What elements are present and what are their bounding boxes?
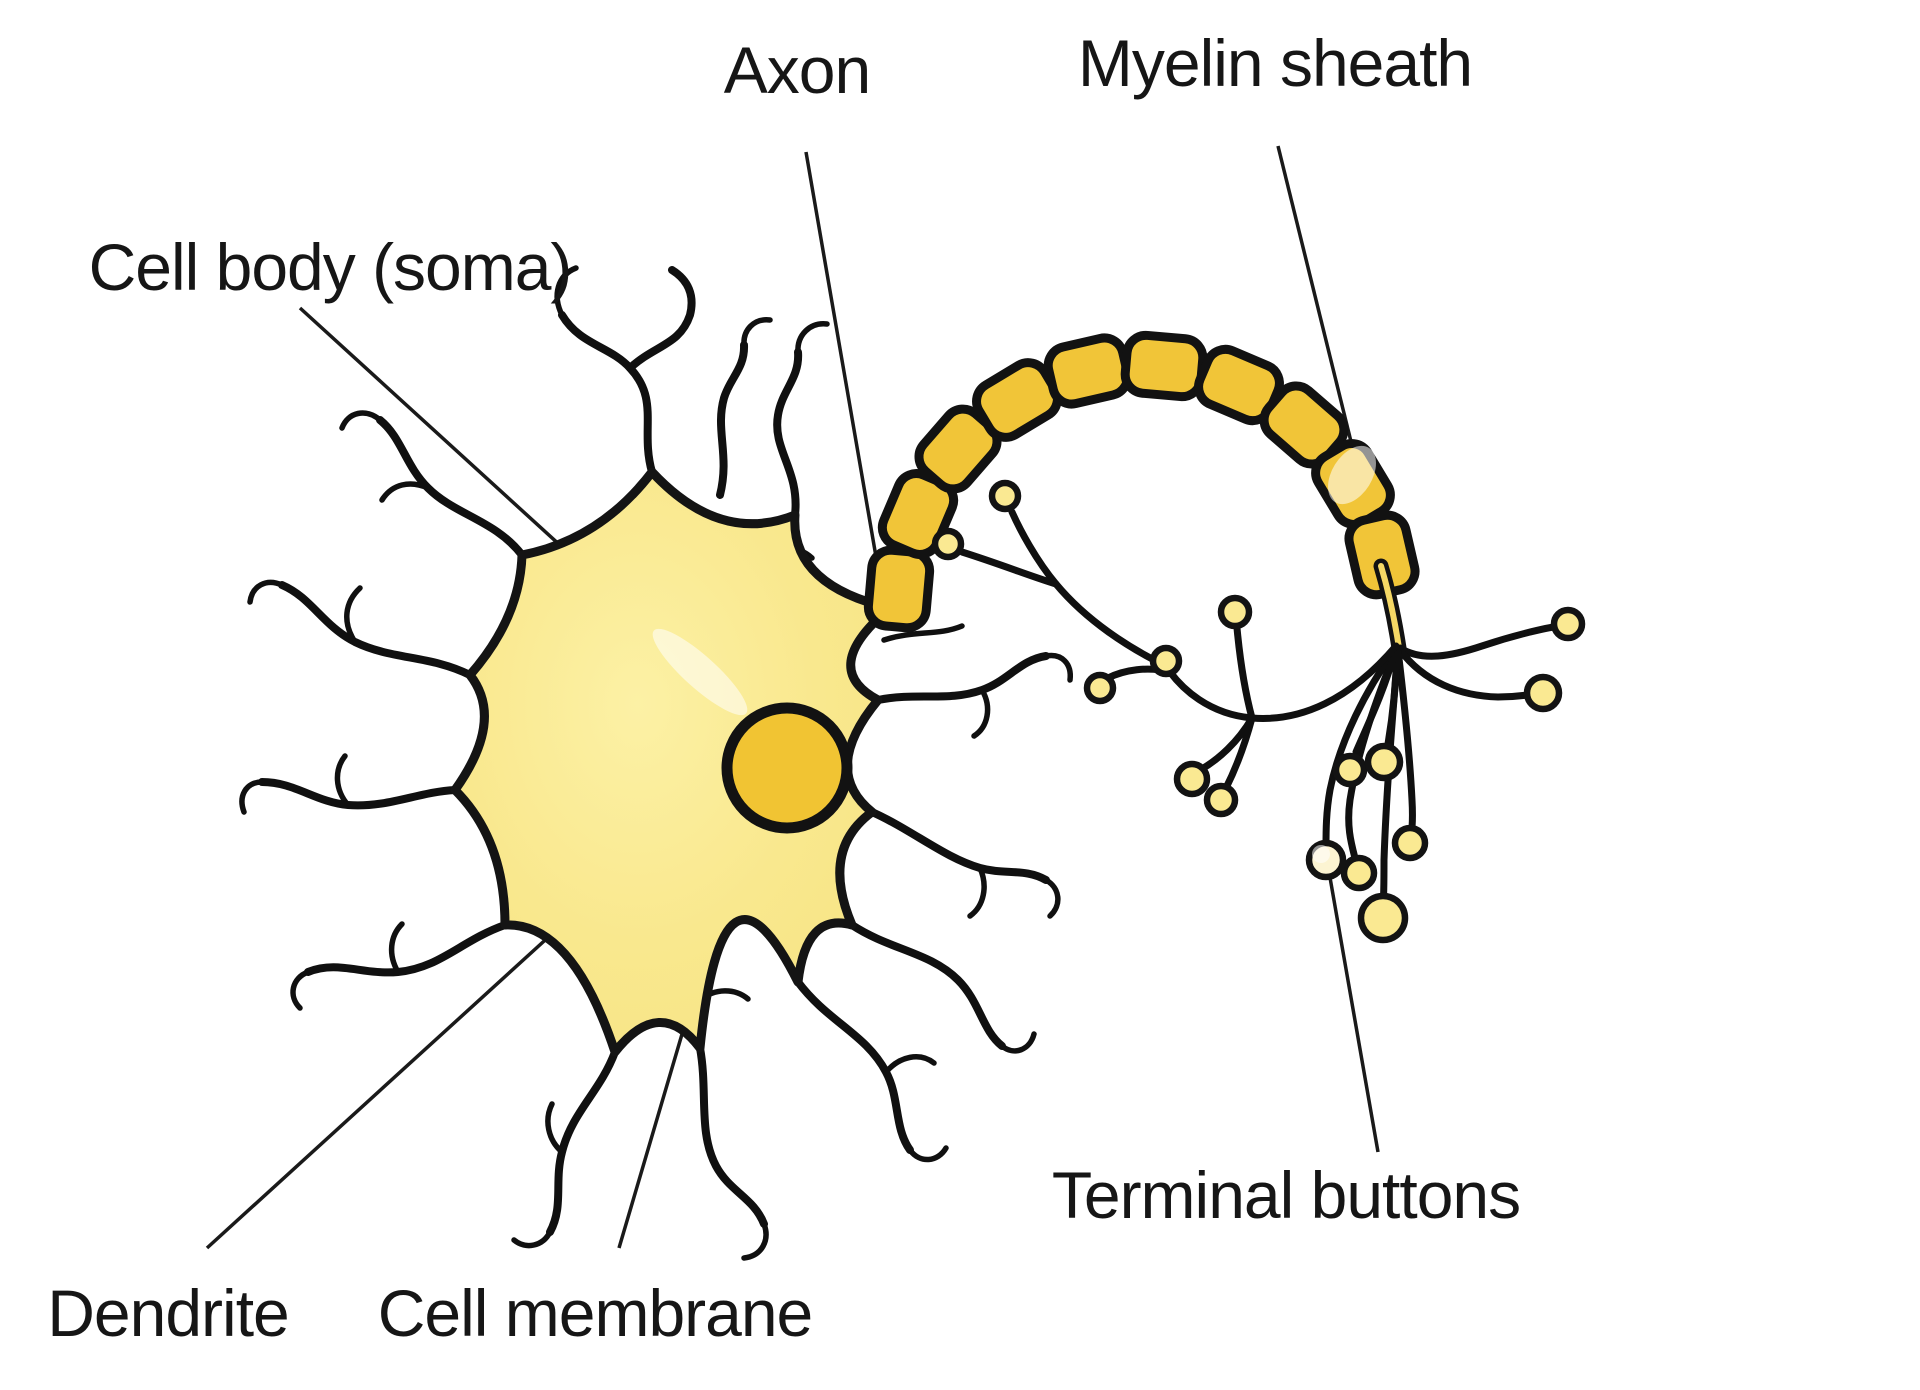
dendrite bbox=[868, 808, 1050, 884]
terminal-button bbox=[1149, 644, 1183, 678]
terminal-button bbox=[1364, 742, 1404, 782]
dendrite bbox=[344, 585, 363, 645]
dendrite bbox=[546, 1048, 619, 1236]
dendrite bbox=[545, 1101, 565, 1155]
dendrite bbox=[247, 579, 285, 605]
terminal-branches bbox=[958, 508, 1564, 910]
terminal-branch bbox=[1352, 644, 1400, 756]
label-axon: Axon bbox=[724, 33, 870, 107]
terminal-branch bbox=[1233, 624, 1256, 722]
dendrite bbox=[971, 687, 991, 739]
axon-terminal-trunk-core bbox=[1378, 563, 1402, 651]
terminal-button bbox=[1203, 782, 1239, 818]
label-myelin-sheath: Myelin sheath bbox=[1078, 26, 1472, 100]
terminal-branch bbox=[1394, 646, 1416, 840]
terminal-button bbox=[1217, 594, 1253, 630]
label-terminal-buttons: Terminal buttons bbox=[1052, 1158, 1520, 1232]
cell-body-soma bbox=[450, 467, 895, 1057]
nucleus bbox=[721, 702, 853, 834]
myelin-segment bbox=[1120, 330, 1208, 402]
dendrite bbox=[741, 317, 773, 348]
dendrite bbox=[1043, 877, 1061, 919]
myelin-segment bbox=[1043, 333, 1133, 409]
dendrite bbox=[339, 410, 383, 431]
dendrite bbox=[239, 779, 265, 815]
dendrite bbox=[696, 1044, 768, 1228]
dendrite bbox=[999, 1031, 1037, 1054]
terminal-buttons bbox=[931, 479, 1586, 944]
dendrite bbox=[874, 652, 1050, 704]
dendrite bbox=[848, 921, 1006, 1050]
terminal-branch bbox=[1384, 644, 1401, 748]
terminal-button bbox=[1357, 892, 1409, 944]
dendrite bbox=[290, 969, 311, 1011]
leader-line-terminal-buttons bbox=[1326, 865, 1380, 1153]
dendrite bbox=[741, 1221, 769, 1261]
soma-highlight bbox=[652, 628, 748, 716]
terminal-branch bbox=[1008, 508, 1174, 672]
terminal-branch bbox=[1166, 642, 1400, 722]
dendrite bbox=[278, 581, 474, 679]
label-dendrite: Dendrite bbox=[47, 1276, 288, 1350]
leader-line-dendrite bbox=[205, 920, 567, 1250]
dendrite bbox=[881, 623, 965, 643]
dendrite bbox=[511, 1229, 553, 1249]
terminal-button bbox=[988, 479, 1022, 513]
terminal-button-highlight bbox=[1312, 845, 1330, 863]
leader-line-axon bbox=[804, 151, 886, 604]
soma-shape bbox=[450, 467, 895, 1057]
axon-myelin-sheath bbox=[863, 330, 1420, 656]
dendrite bbox=[379, 481, 431, 503]
leader-lines bbox=[205, 145, 1380, 1250]
labels: Axon Myelin sheath Cell body (soma) Dend… bbox=[47, 26, 1521, 1350]
myelin-highlight bbox=[1328, 445, 1376, 505]
label-cell-membrane: Cell membrane bbox=[378, 1276, 813, 1350]
terminal-button bbox=[1523, 673, 1563, 713]
terminal-button bbox=[1173, 760, 1211, 798]
terminal-branch bbox=[958, 548, 1060, 588]
dendrite bbox=[1043, 652, 1073, 683]
dendrite bbox=[883, 1054, 937, 1075]
dendrite bbox=[558, 311, 656, 476]
terminal-button bbox=[1391, 824, 1429, 862]
terminal-button bbox=[1332, 752, 1368, 788]
dendrites bbox=[239, 265, 1073, 1261]
myelin-segment bbox=[863, 545, 935, 633]
terminal-button bbox=[1550, 606, 1586, 642]
dendrite bbox=[258, 778, 459, 810]
terminal-button bbox=[931, 527, 965, 561]
dendrite bbox=[304, 921, 509, 977]
dendrite bbox=[626, 266, 696, 372]
dendrite bbox=[716, 341, 748, 499]
label-cell-body: Cell body (soma) bbox=[89, 230, 572, 304]
terminal-branch bbox=[1222, 714, 1256, 792]
dendrite bbox=[967, 865, 987, 919]
terminal-button bbox=[1340, 854, 1378, 892]
dendrite bbox=[388, 921, 405, 975]
terminal-button bbox=[1083, 671, 1117, 705]
dendrite bbox=[334, 753, 351, 808]
dendrite bbox=[907, 1145, 949, 1163]
terminal-branch bbox=[1396, 622, 1564, 660]
dendrite bbox=[773, 348, 803, 519]
dendrite bbox=[795, 321, 830, 355]
dendrite bbox=[554, 265, 579, 318]
